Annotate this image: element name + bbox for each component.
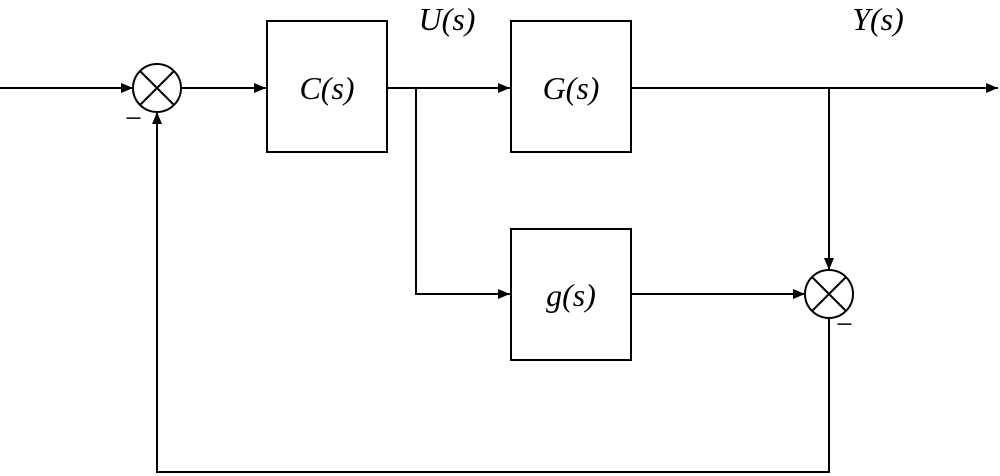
feedback-minus-sign: − xyxy=(125,102,142,135)
model-label: g(s) xyxy=(546,277,596,313)
controller-label: C(s) xyxy=(299,70,354,106)
plant-label: G(s) xyxy=(543,70,600,106)
output-signal-label: Y(s) xyxy=(852,1,904,37)
controller-block: C(s) xyxy=(266,20,388,153)
feedback-arrow xyxy=(152,112,830,473)
model-block: g(s) xyxy=(510,228,632,361)
control-signal-label: U(s) xyxy=(419,1,476,37)
model-branch-arrow xyxy=(415,88,510,299)
model-minus-sign: − xyxy=(836,308,853,341)
plant-block: G(s) xyxy=(510,20,632,153)
